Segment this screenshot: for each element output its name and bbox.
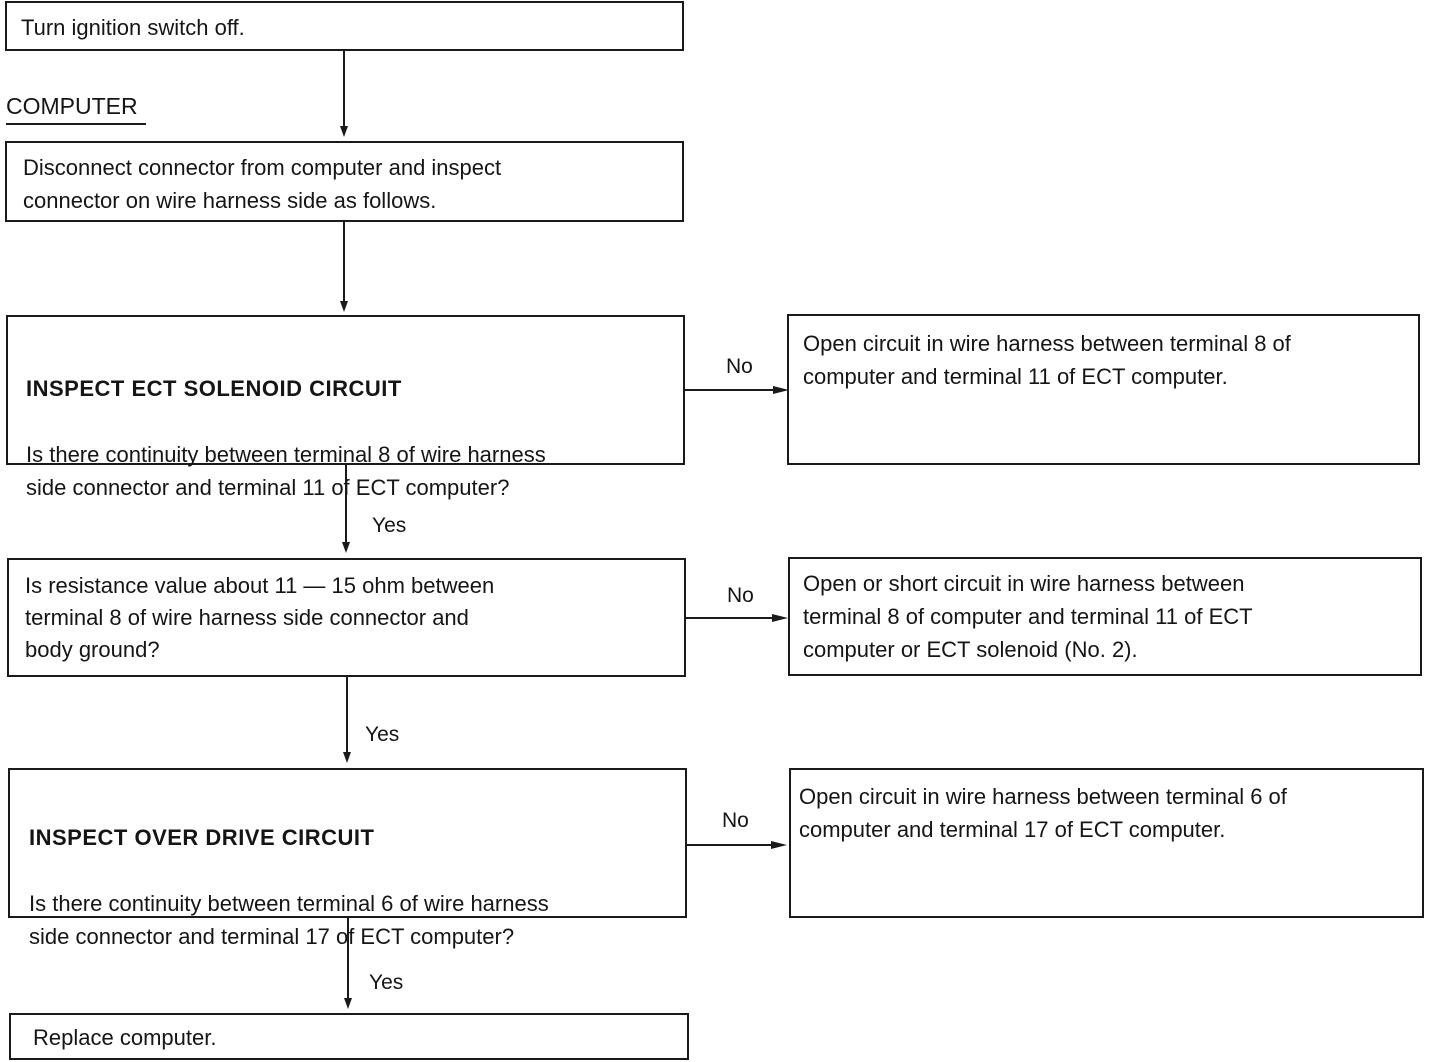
step-turn-ignition-off: Turn ignition switch off. — [5, 1, 684, 51]
decision-question: Is there continuity between terminal 8 o… — [26, 442, 546, 500]
decision-over-drive-circuit: INSPECT OVER DRIVE CIRCUIT Is there cont… — [8, 768, 687, 949]
step-disconnect-connector: Disconnect connector from computer and i… — [5, 141, 684, 222]
yes-branch-line — [347, 918, 349, 998]
result-text: Open circuit in wire harness between ter… — [803, 331, 1291, 389]
arrow-down-icon — [342, 542, 350, 553]
yes-label: Yes — [372, 514, 407, 537]
result-od-open-circuit: Open circuit in wire harness between ter… — [789, 768, 1424, 918]
arrow-down-icon — [340, 301, 348, 312]
section-label-computer: COMPUTER — [6, 91, 146, 125]
decision-ect-solenoid-circuit: INSPECT ECT SOLENOID CIRCUIT Is there co… — [6, 315, 685, 500]
yes-label: Yes — [369, 971, 404, 994]
decision-question: Is there continuity between terminal 6 o… — [29, 891, 549, 949]
arrow-down-icon — [344, 998, 352, 1009]
decision-title: INSPECT ECT SOLENOID CIRCUIT — [26, 376, 402, 401]
no-branch-line — [685, 389, 775, 391]
no-label: No — [727, 584, 754, 607]
yes-branch-line — [346, 677, 348, 752]
no-label: No — [722, 809, 749, 832]
arrow-right-icon — [773, 386, 789, 394]
decision-text: INSPECT ECT SOLENOID CIRCUIT Is there co… — [26, 339, 546, 504]
step-replace-computer: Replace computer. — [9, 1013, 689, 1060]
yes-label: Yes — [365, 723, 400, 746]
connector-line — [343, 222, 345, 301]
step-text: Turn ignition switch off. — [21, 15, 245, 40]
no-branch-line — [686, 617, 774, 619]
decision-title: INSPECT OVER DRIVE CIRCUIT — [29, 825, 375, 850]
no-branch-line — [687, 844, 773, 846]
connector-line — [343, 51, 345, 126]
result-text: Open circuit in wire harness between ter… — [799, 784, 1287, 842]
arrow-down-icon — [343, 752, 351, 763]
arrow-right-icon — [771, 841, 787, 849]
result-text: Open or short circuit in wire harness be… — [803, 571, 1253, 662]
result-open-or-short-circuit: Open or short circuit in wire harness be… — [788, 557, 1422, 676]
yes-branch-line — [345, 465, 347, 542]
arrow-right-icon — [772, 614, 788, 622]
no-label: No — [726, 355, 753, 378]
decision-resistance-value: Is resistance value about 11 — 15 ohm be… — [7, 558, 686, 677]
step-text: Disconnect connector from computer and i… — [23, 155, 502, 213]
step-text: Replace computer. — [33, 1025, 217, 1050]
arrow-down-icon — [340, 126, 348, 137]
decision-text: INSPECT OVER DRIVE CIRCUIT Is there cont… — [29, 788, 549, 953]
result-ect-open-circuit: Open circuit in wire harness between ter… — [787, 314, 1420, 465]
decision-question: Is resistance value about 11 — 15 ohm be… — [25, 573, 495, 662]
